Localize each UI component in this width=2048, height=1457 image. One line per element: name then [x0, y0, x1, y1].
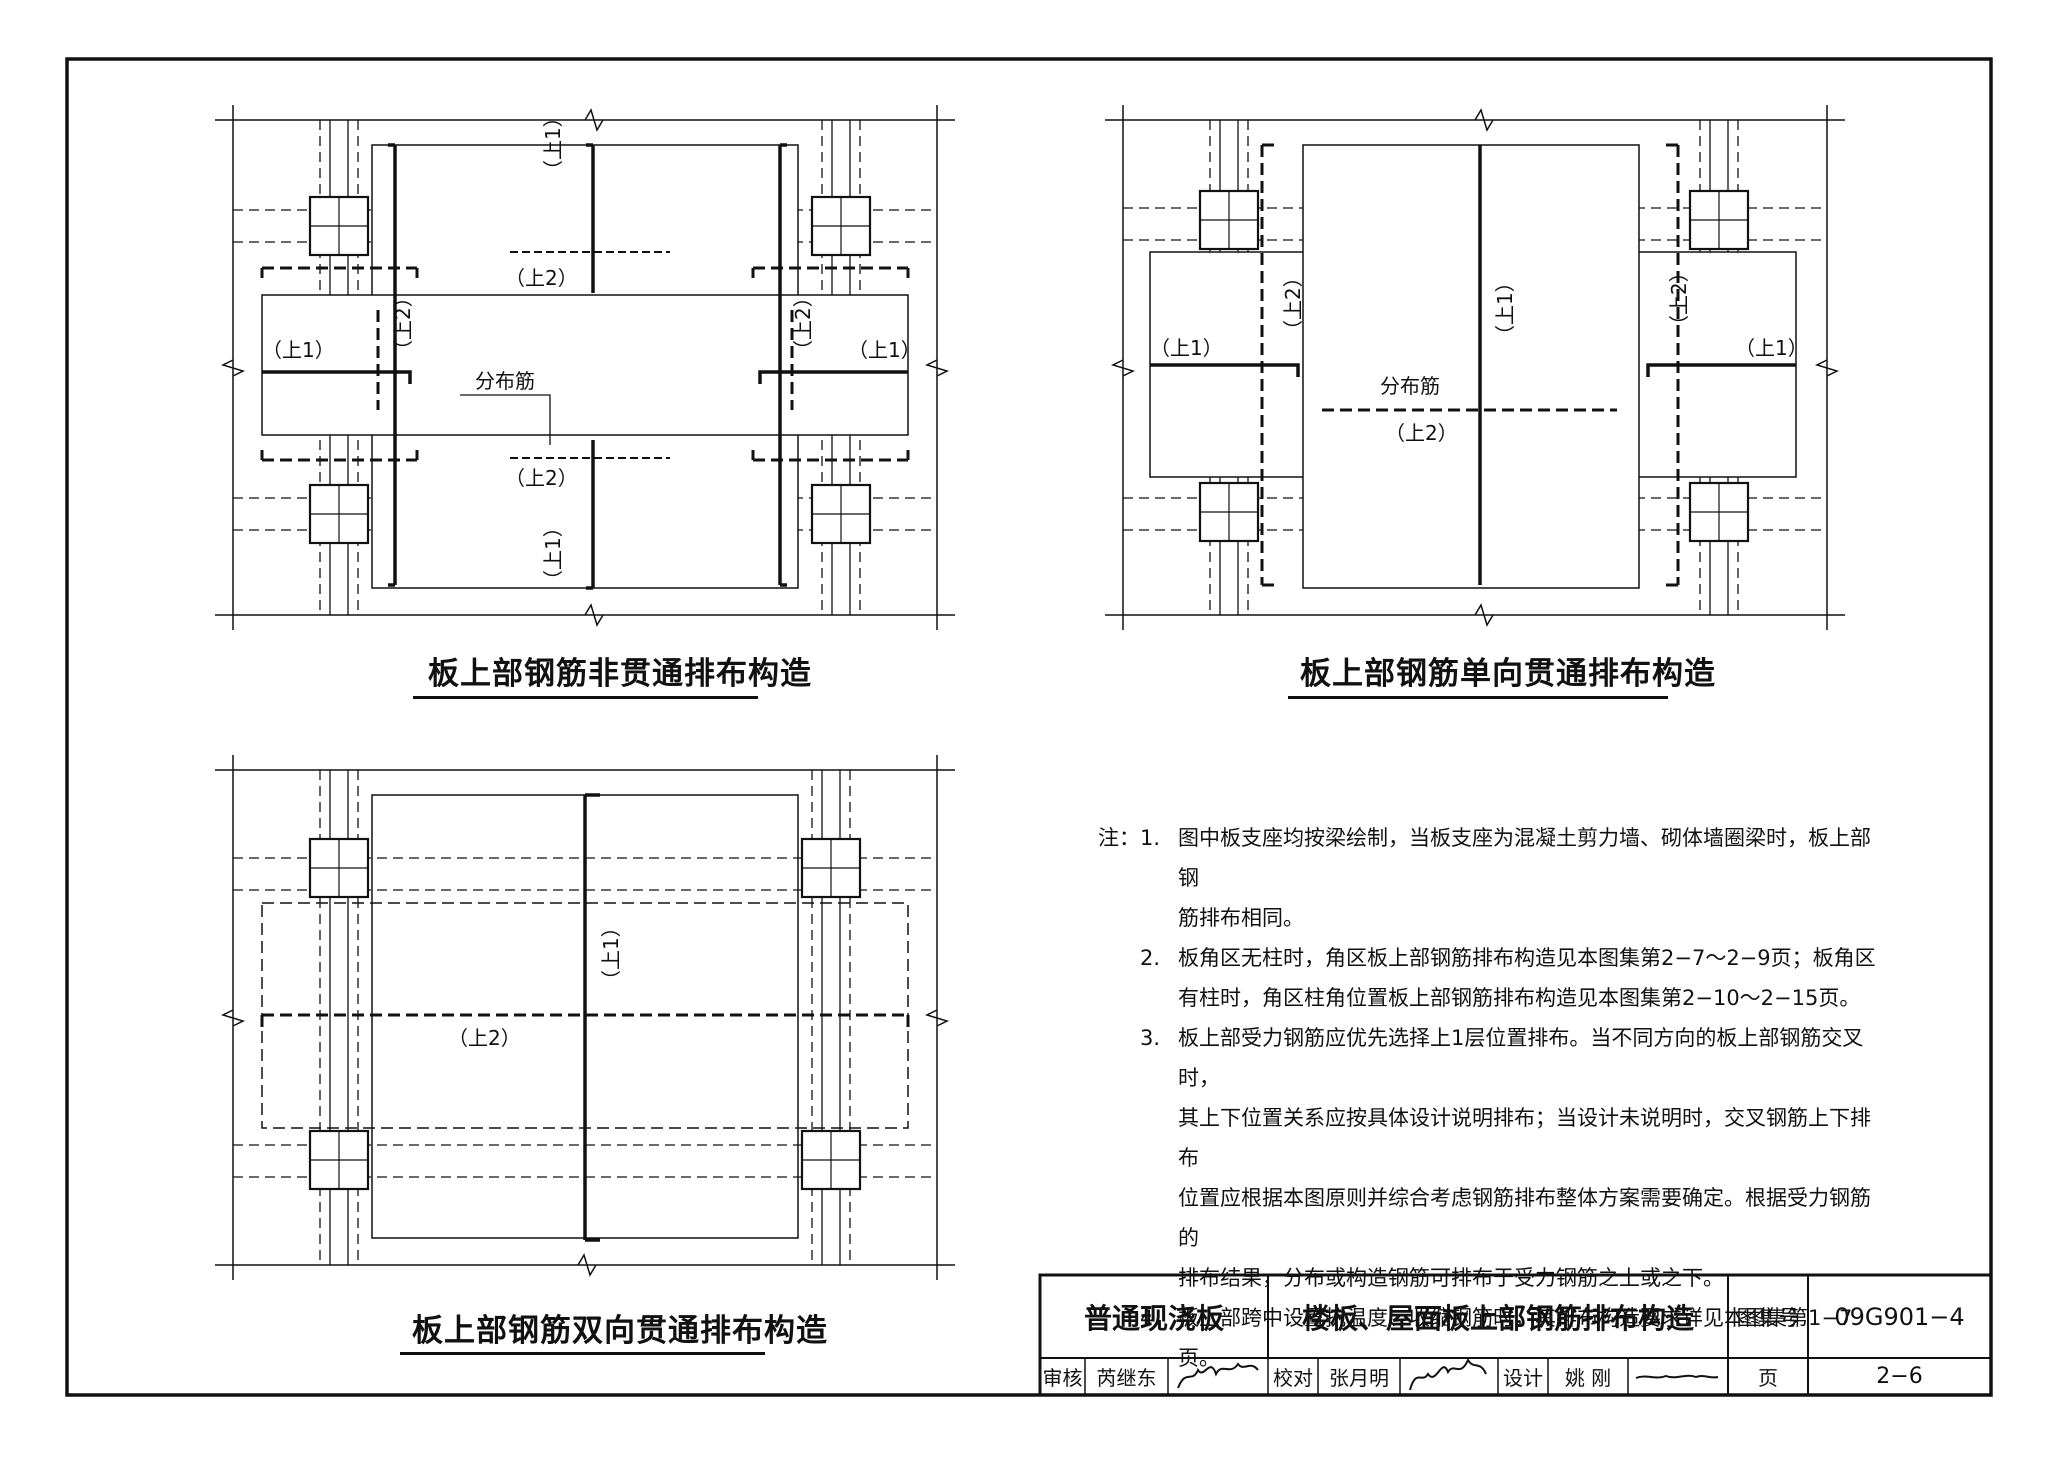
title-block-check-label: 校对 — [1273, 1366, 1313, 1390]
signature-marks — [1177, 1357, 1719, 1391]
title-block-atlas-number: 09G901−4 — [1834, 1302, 1965, 1331]
d1-label-right-side: （上1） — [848, 338, 921, 362]
d1-label-top-upper: （上1） — [541, 107, 565, 180]
title-block-reviewer: 芮继东 — [1096, 1366, 1157, 1390]
title-block-checker: 张月明 — [1329, 1366, 1389, 1390]
note-line: 图中板支座均按梁绘制，当板支座为混凝土剪力墙、砌体墙圈梁时，板上部钢 — [1178, 826, 1871, 890]
notes-section: 注： 1. 图中板支座均按梁绘制，当板支座为混凝土剪力墙、砌体墙圈梁时，板上部钢… — [1098, 818, 1878, 1378]
note-line: 板上部跨中设置抗温度、收缩钢筋时，其排布构造要求详见本图集第1−7页。 — [1178, 1306, 1853, 1370]
note-item: 1. 图中板支座均按梁绘制，当板支座为混凝土剪力墙、砌体墙圈梁时，板上部钢 筋排… — [1098, 818, 1878, 938]
note-number: 3. — [1140, 1026, 1161, 1050]
note-line: 排布结果，分布或构造钢筋可排布于受力钢筋之上或之下。 — [1178, 1266, 1724, 1290]
drawing-2-title: 板上部钢筋单向贯通排布构造 — [1300, 656, 1716, 692]
d1-label-bottom-mid: （上2） — [505, 466, 578, 490]
title-block-design-label: 设计 — [1503, 1366, 1543, 1390]
d2-label-left-side: （上1） — [1150, 336, 1223, 360]
d1-label-center-note: 分布筋 — [475, 369, 535, 393]
note-line: 其上下位置关系应按具体设计说明排布；当设计未说明时，交叉钢筋上下排布 — [1178, 1106, 1871, 1170]
title-block-category: 普通现浇板 — [1083, 1301, 1224, 1335]
note-line: 位置应根据本图原则并综合考虑钢筋排布整体方案需要确定。根据受力钢筋的 — [1178, 1186, 1871, 1250]
notes-prefix: 注： — [1098, 826, 1140, 850]
drawing-2-labels: （上2） （上1） （上2） （上1） （上1） 分布筋 （上2） — [1150, 262, 1808, 445]
note-line: 板角区无柱时，角区板上部钢筋排布构造见本图集第2−7～2−9页；板角区 — [1178, 946, 1876, 970]
sheet-border — [65, 57, 1993, 1397]
title-block-designer: 姚 刚 — [1564, 1366, 1612, 1390]
d1-label-left-vertical: （上2） — [391, 287, 415, 360]
note-item: 2. 板角区无柱时，角区板上部钢筋排布构造见本图集第2−7～2−9页；板角区 有… — [1098, 938, 1878, 1018]
title-block-atlas-label: 图集号 — [1736, 1305, 1800, 1330]
d1-label-bottom-lower: （上1） — [541, 517, 565, 590]
note-line: 筋排布相同。 — [1178, 906, 1304, 930]
d2-label-center-note: 分布筋 — [1380, 374, 1440, 398]
d3-label-left-bar: （上2） — [448, 1026, 521, 1050]
d2-label-right-side: （上1） — [1735, 336, 1808, 360]
d2-label-center-bar: （上2） — [1385, 421, 1458, 445]
drawing-3-two-way-continuous — [215, 755, 955, 1280]
note-item: 3. 板上部受力钢筋应优先选择上1层位置排布。当不同方向的板上部钢筋交叉时， 其… — [1098, 1018, 1878, 1298]
d2-label-center-vertical: （上1） — [1493, 272, 1517, 345]
drawing-2-title-underline — [1288, 696, 1668, 699]
drawing-1-labels: （上1） （上2） （上2） （上2） （上1） （上1） 分布筋 （上2） （… — [262, 107, 921, 590]
note-number: 4. — [1140, 1306, 1161, 1330]
note-number: 2. — [1140, 946, 1161, 970]
note-number: 1. — [1140, 826, 1161, 850]
d3-label-center-vertical: （上1） — [599, 917, 623, 990]
note-line: 板上部受力钢筋应优先选择上1层位置排布。当不同方向的板上部钢筋交叉时， — [1178, 1026, 1864, 1090]
drawing-3-title-underline — [400, 1352, 765, 1355]
title-block-frame — [1038, 1273, 1993, 1397]
d1-label-right-vertical: （上2） — [791, 287, 815, 360]
d2-label-right-vertical: （上2） — [1667, 262, 1691, 335]
d2-label-left-vertical: （上2） — [1281, 267, 1305, 340]
drawing-3-labels: （上1） （上2） — [448, 917, 623, 1050]
d1-label-left-side: （上1） — [262, 338, 335, 362]
title-block-page-number: 2−6 — [1876, 1364, 1923, 1389]
d1-label-top-mid: （上2） — [505, 266, 578, 290]
title-block-title: 楼板、屋面板上部钢筋排布构造 — [1301, 1301, 1694, 1335]
drawing-1-non-continuous — [215, 105, 955, 630]
drawing-1-title: 板上部钢筋非贯通排布构造 — [428, 656, 812, 692]
title-block-page-label: 页 — [1758, 1366, 1778, 1390]
note-line: 有柱时，角区柱角位置板上部钢筋排布构造见本图集第2−10～2−15页。 — [1178, 986, 1861, 1010]
drawing-3-title: 板上部钢筋双向贯通排布构造 — [412, 1313, 828, 1349]
title-block-review-label: 审核 — [1042, 1366, 1083, 1390]
drawing-2-one-way-continuous — [1105, 105, 1845, 630]
note-item: 4. 板上部跨中设置抗温度、收缩钢筋时，其排布构造要求详见本图集第1−7页。 — [1098, 1298, 1878, 1378]
drawing-1-title-underline — [413, 696, 758, 699]
